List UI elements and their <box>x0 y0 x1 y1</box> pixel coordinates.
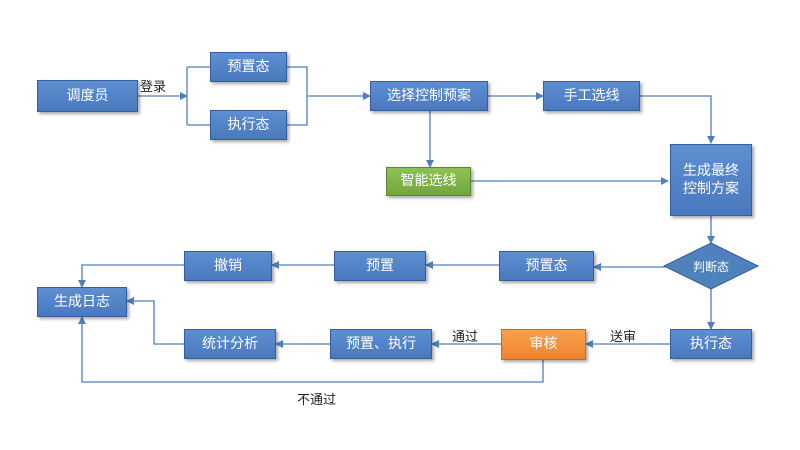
judge-state-label: 判断态 <box>692 260 729 274</box>
dispatcher-node: 调度员 <box>37 80 138 112</box>
final-plan-node: 生成最终控制方案 <box>670 144 752 216</box>
edge-merge-bracket <box>287 66 370 126</box>
edge-revoke-to-log <box>78 264 184 288</box>
preset-exec-node: 预置、执行 <box>330 329 432 359</box>
edge-manual-to-final <box>640 95 715 144</box>
smart-route-node: 智能选线 <box>386 167 471 196</box>
edge-stats-to-log <box>126 297 184 345</box>
edge-label-not-pass: 不通过 <box>297 393 337 408</box>
edge-split-bracket <box>186 66 210 126</box>
exec-state-top-node: 执行态 <box>210 110 287 140</box>
edge-label-login: 登录 <box>140 80 167 95</box>
select-plan-node: 选择控制预案 <box>370 81 488 111</box>
preset-state-mid-node: 预置态 <box>499 251 594 281</box>
preset-state-top-node: 预置态 <box>210 52 287 82</box>
final-plan-label: 生成最终控制方案 <box>683 162 739 197</box>
exec-state-bottom-node: 执行态 <box>670 329 752 359</box>
preset-node: 预置 <box>334 251 426 281</box>
judge-state-diamond <box>662 242 760 290</box>
edge-label-send-audit: 送审 <box>610 330 637 345</box>
audit-node: 审核 <box>501 329 586 360</box>
edge-label-pass: 通过 <box>452 330 479 345</box>
edge-audit-to-log-not-pass <box>78 316 544 383</box>
stats-node: 统计分析 <box>184 329 276 359</box>
revoke-node: 撤销 <box>184 251 272 281</box>
gen-log-node: 生成日志 <box>37 287 127 317</box>
manual-route-node: 手工选线 <box>543 81 640 111</box>
